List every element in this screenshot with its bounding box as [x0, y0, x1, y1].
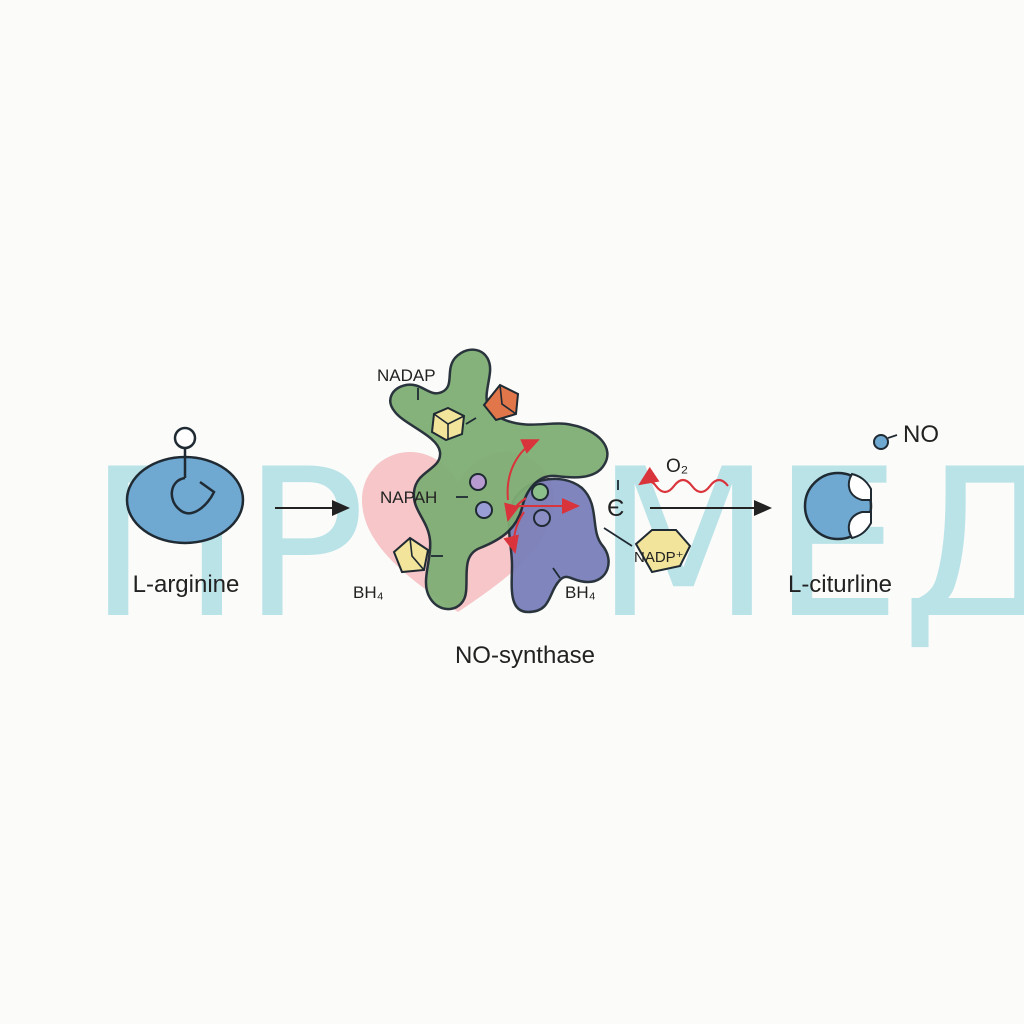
bh4-left-label: BH₄: [353, 583, 384, 602]
bh4-pentagon-icon: [392, 536, 430, 574]
orange-pentagon-icon: [482, 383, 520, 422]
napah-label: NAPAH: [380, 488, 437, 507]
nadap-label: NADAP: [377, 366, 436, 385]
watermark-left-text: ПР: [88, 426, 366, 664]
bh4-right-label: BH₄: [565, 583, 596, 602]
nadp-leader: [603, 527, 633, 547]
nitric-oxide-molecule: [873, 434, 898, 450]
l-arginine-label: L-arginine: [133, 571, 240, 598]
nadp-plus-label: NADP⁺: [634, 549, 684, 566]
nadp-plus-hexagon: [634, 529, 692, 574]
electron-label: Є: [607, 495, 624, 522]
cube-leader: [465, 417, 477, 425]
oxygen-label: O₂: [666, 456, 688, 477]
no-synthase-label: NO-synthase: [455, 642, 595, 669]
electron-transfer-arrows: [503, 439, 580, 554]
nadap-cube-icon: [430, 406, 466, 442]
oxygen-wavy-arrow: [638, 466, 729, 494]
l-citrulline-label: L-citurline: [788, 571, 892, 598]
l-citrulline-molecule: [803, 471, 873, 541]
l-arginine-molecule: [125, 426, 245, 545]
no-label: NO: [903, 421, 939, 448]
bh4-right-leader: [552, 567, 561, 579]
